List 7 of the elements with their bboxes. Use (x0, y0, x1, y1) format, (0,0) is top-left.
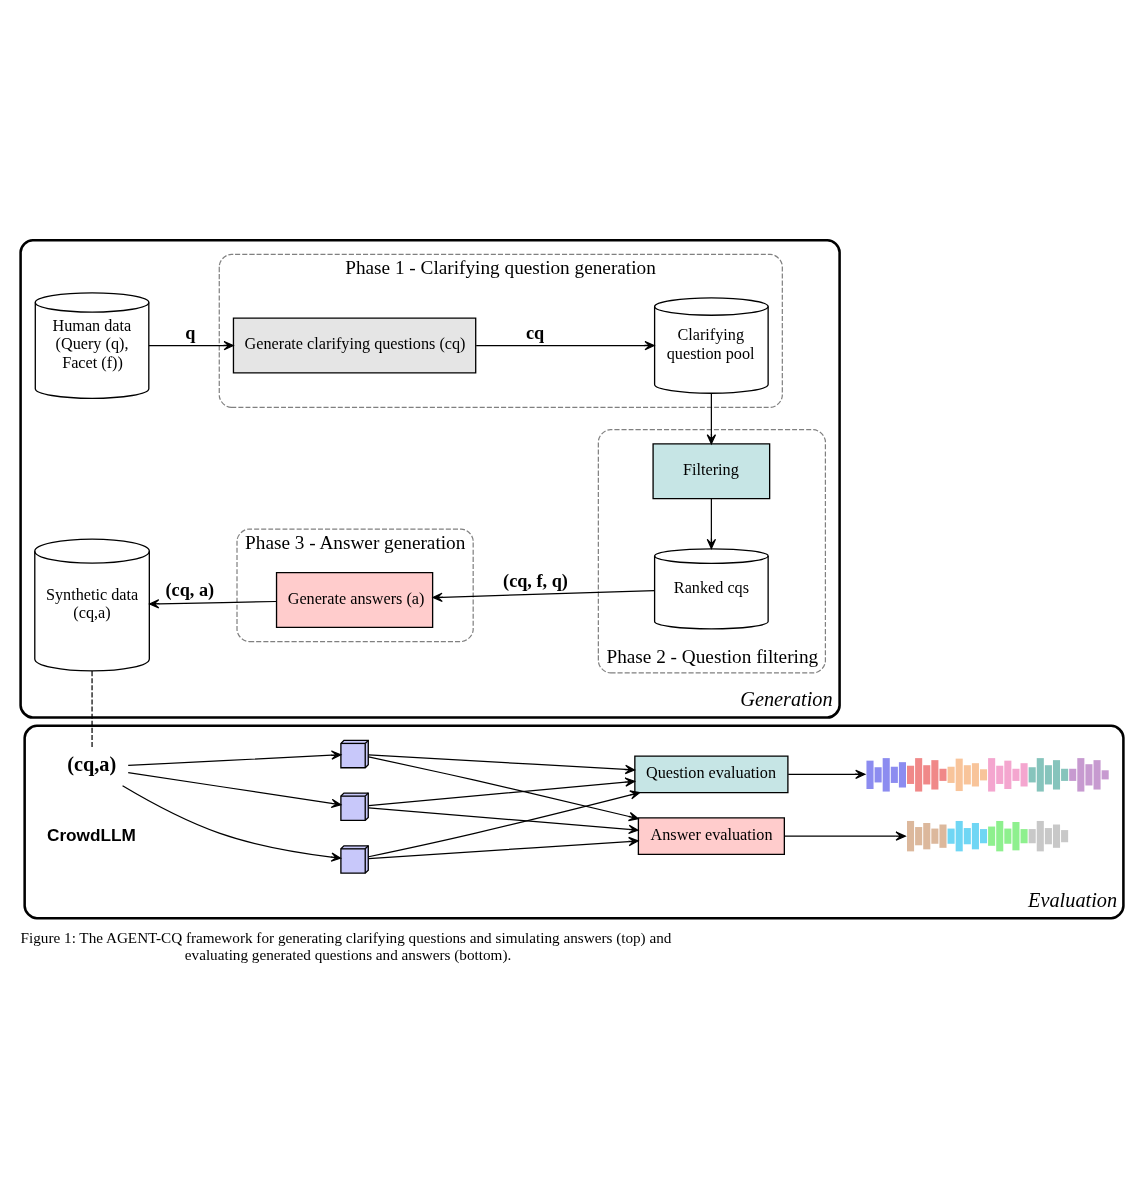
edge-label: (cq, a) (165, 579, 215, 600)
node-text: (cq,a) (67, 752, 117, 775)
caption: Figure 1: The AGENT-CQ framework for generating clarifying questions and simulating answers (top) and evaluating generated questions and answers (bottom). (20, 928, 672, 963)
label: CrowdLLM (46, 824, 136, 845)
edge-label: q (185, 322, 196, 343)
edge-label: cq (525, 322, 545, 343)
edge-label: (cq, f, q) (503, 570, 568, 591)
